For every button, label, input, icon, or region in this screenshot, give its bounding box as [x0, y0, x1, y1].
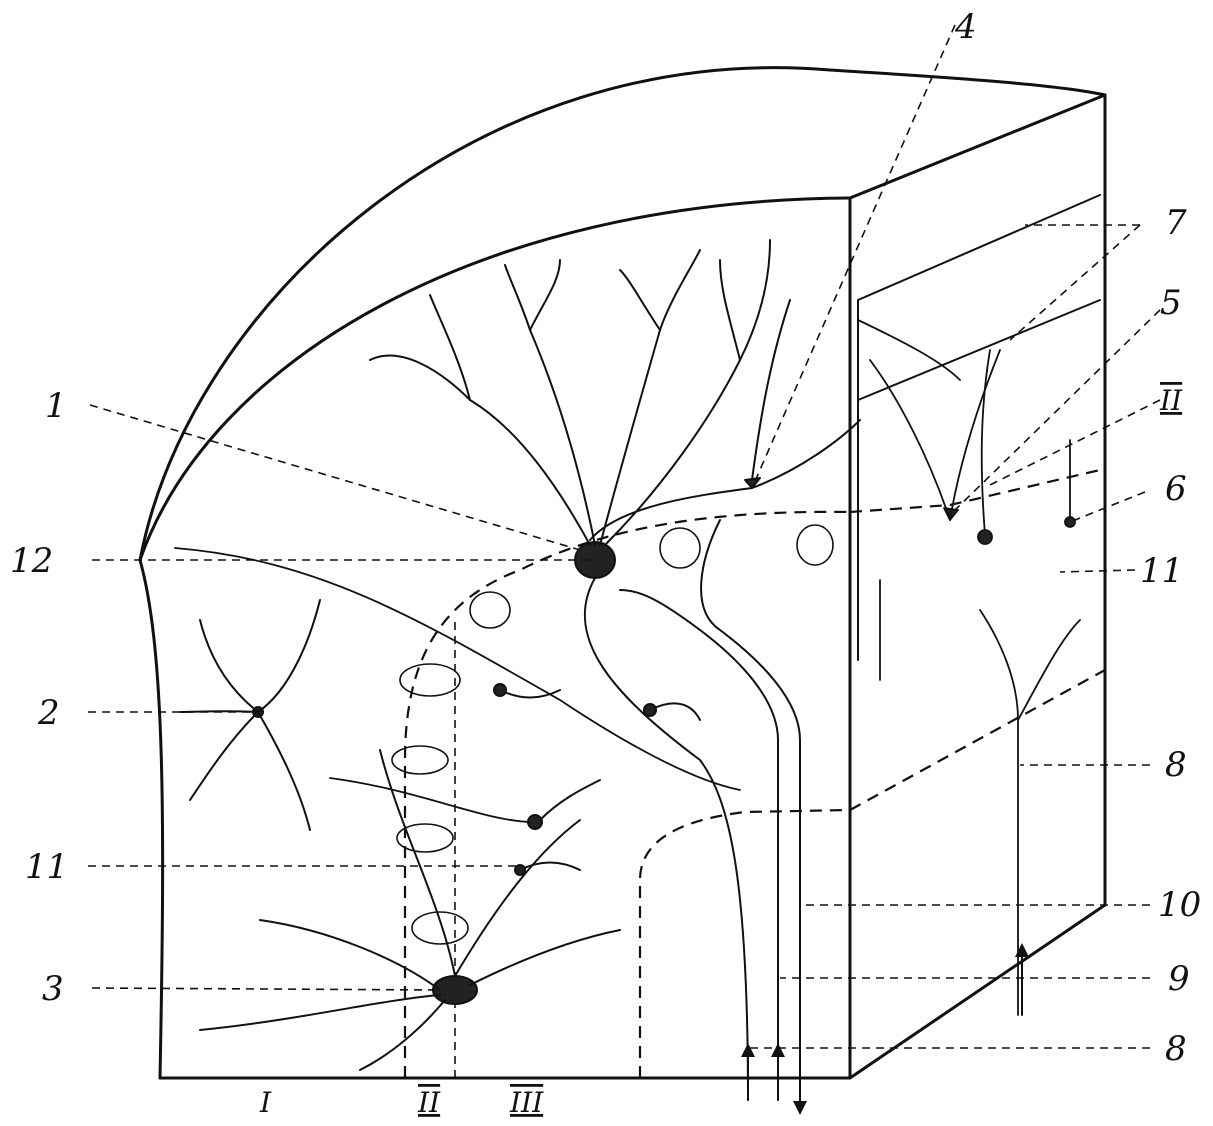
mossy-fiber — [620, 590, 778, 1100]
layer-boundaries — [405, 470, 1105, 1078]
label-8-upper: 8 — [1165, 745, 1187, 785]
glomeruli — [392, 525, 833, 944]
purkinje-cell — [370, 240, 770, 1100]
golgi-cell — [200, 750, 620, 1070]
label-2: 2 — [37, 693, 60, 733]
climbing-fiber — [701, 520, 800, 1100]
label-7: 7 — [1165, 203, 1187, 243]
layer-label-III: III — [509, 1086, 544, 1119]
label-10: 10 — [1158, 885, 1201, 925]
right-face-neurons — [870, 350, 1080, 1015]
label-4: 4 — [954, 7, 977, 47]
parallel-fibers — [175, 320, 960, 822]
label-II-right: II — [1159, 384, 1183, 417]
label-8-lower: 8 — [1165, 1029, 1187, 1069]
label-3: 3 — [42, 969, 64, 1009]
label-12: 12 — [10, 541, 53, 581]
layer-label-II: II — [417, 1086, 441, 1119]
stellate-cell — [180, 600, 320, 830]
layer-label-I: I — [259, 1086, 272, 1119]
label-6: 6 — [1165, 469, 1187, 509]
label-1: 1 — [45, 386, 67, 426]
leader-lines — [88, 25, 1160, 1048]
layer-labels: I II III — [259, 1086, 544, 1119]
block-outline — [140, 68, 1105, 1078]
right-face-frame — [858, 195, 1100, 660]
label-9: 9 — [1168, 959, 1190, 999]
fiber-arrows — [748, 950, 1022, 1108]
granule-cells — [494, 684, 700, 875]
label-11-left: 11 — [25, 847, 68, 887]
label-5: 5 — [1160, 283, 1182, 323]
label-11-right: 11 — [1140, 551, 1183, 591]
